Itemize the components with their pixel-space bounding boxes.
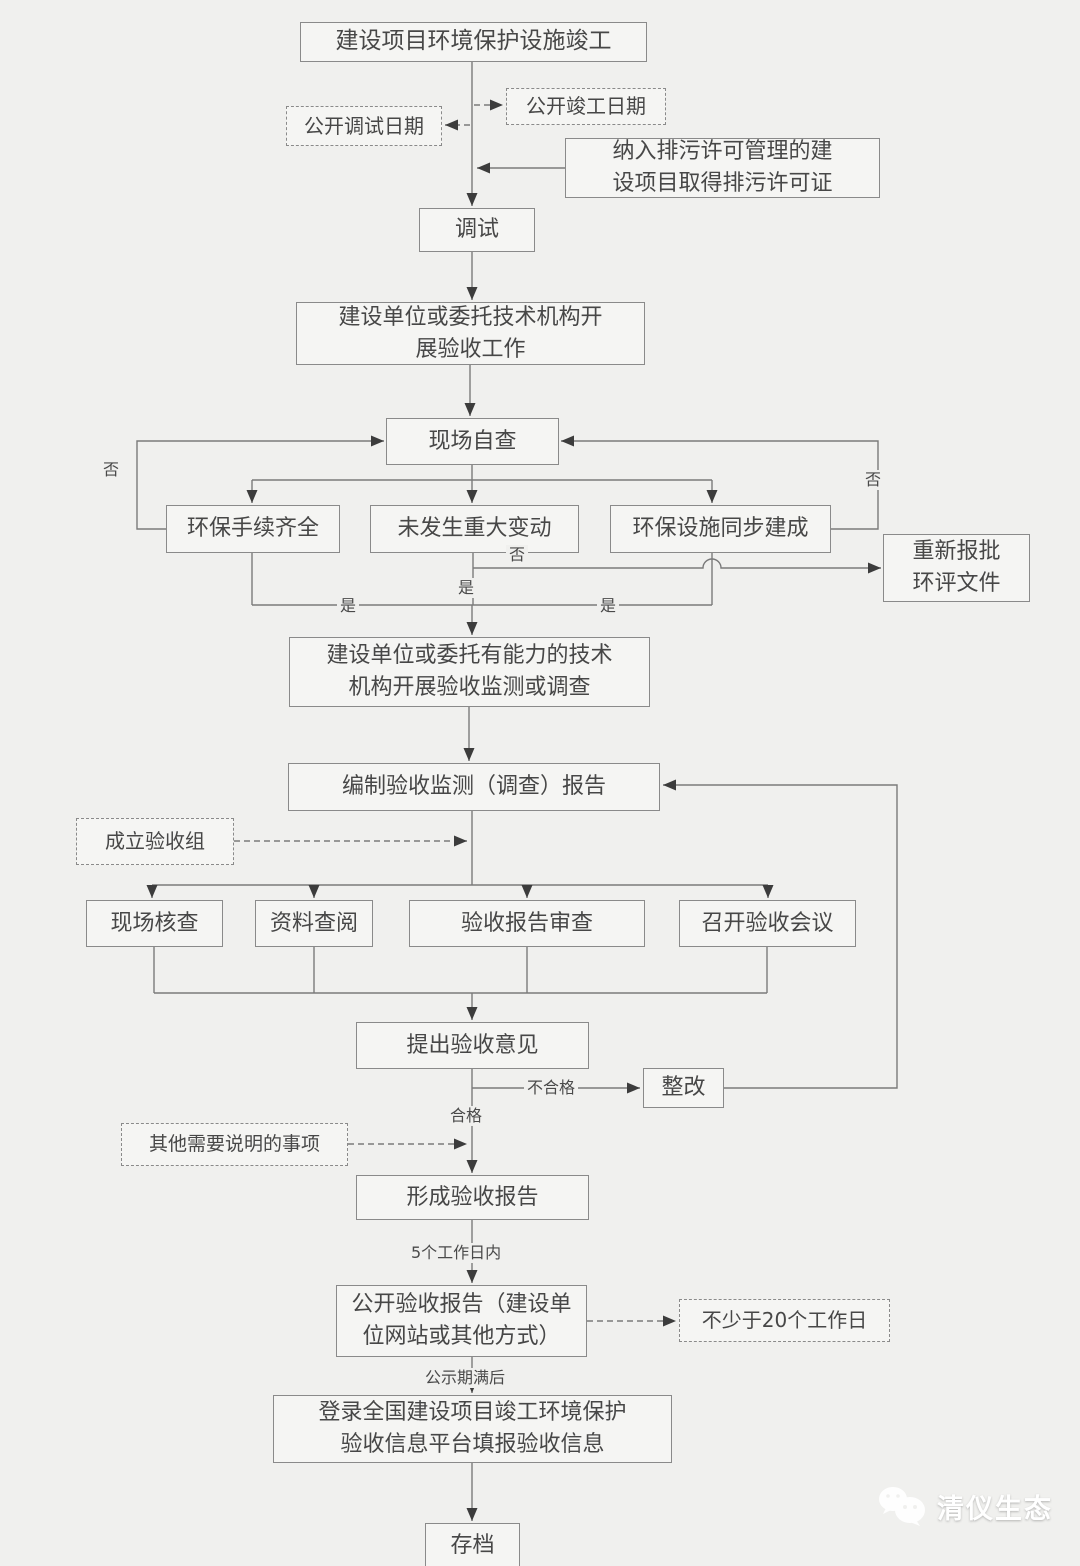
label-within-5-workdays: 5个工作日内 bbox=[408, 1243, 505, 1263]
label-no-left: 否 bbox=[100, 460, 123, 480]
node-no-major-change: 未发生重大变动 bbox=[370, 505, 579, 553]
label-no-right: 否 bbox=[862, 470, 885, 490]
node-review-materials: 资料查阅 bbox=[255, 900, 373, 947]
node-pollution-permit: 纳入排污许可管理的建 设项目取得排污许可证 bbox=[565, 138, 880, 198]
node-self-check: 现场自查 bbox=[386, 418, 559, 465]
label-yes-mid: 是 bbox=[455, 578, 478, 598]
node-publish-completion-date: 公开竣工日期 bbox=[506, 88, 666, 125]
node-other-matters: 其他需要说明的事项 bbox=[121, 1123, 348, 1166]
label-no-mid: 否 bbox=[506, 545, 529, 565]
node-hold-meeting: 召开验收会议 bbox=[679, 900, 856, 947]
watermark: 清仪生态 bbox=[876, 1484, 1053, 1528]
node-site-verify: 现场核查 bbox=[86, 900, 223, 947]
node-compile-report: 编制验收监测（调查）报告 bbox=[288, 763, 660, 811]
label-after-publicity-period: 公示期满后 bbox=[422, 1368, 509, 1388]
node-form-acceptance-group: 成立验收组 bbox=[76, 818, 234, 865]
label-fail: 不合格 bbox=[524, 1078, 579, 1098]
node-carry-out-acceptance: 建设单位或委托技术机构开 展验收工作 bbox=[296, 302, 645, 365]
node-monitor-survey: 建设单位或委托有能力的技术 机构开展验收监测或调查 bbox=[289, 637, 650, 707]
node-archive: 存档 bbox=[425, 1523, 520, 1566]
node-publish-debug-date: 公开调试日期 bbox=[286, 106, 442, 146]
node-acceptance-opinion: 提出验收意见 bbox=[356, 1022, 589, 1069]
label-yes-left: 是 bbox=[337, 596, 360, 616]
node-login-platform: 登录全国建设项目竣工环境保护 验收信息平台填报验收信息 bbox=[273, 1395, 672, 1463]
node-facilities-built: 环保设施同步建成 bbox=[610, 505, 831, 553]
node-start: 建设项目环境保护设施竣工 bbox=[300, 22, 647, 62]
node-min-20-workdays: 不少于20个工作日 bbox=[679, 1299, 890, 1342]
label-yes-right: 是 bbox=[597, 596, 620, 616]
watermark-text: 清仪生态 bbox=[937, 1493, 1053, 1525]
label-pass: 合格 bbox=[447, 1106, 486, 1126]
node-debug: 调试 bbox=[419, 208, 535, 252]
node-re-approve-eia: 重新报批 环评文件 bbox=[883, 534, 1030, 602]
node-procedures-complete: 环保手续齐全 bbox=[166, 505, 340, 553]
node-final-report: 形成验收报告 bbox=[356, 1175, 589, 1220]
node-rectify: 整改 bbox=[643, 1068, 724, 1108]
node-report-review: 验收报告审查 bbox=[409, 900, 645, 947]
wechat-logo-icon bbox=[879, 1487, 925, 1526]
node-publish-report: 公开验收报告（建设单 位网站或其他方式） bbox=[336, 1285, 587, 1357]
